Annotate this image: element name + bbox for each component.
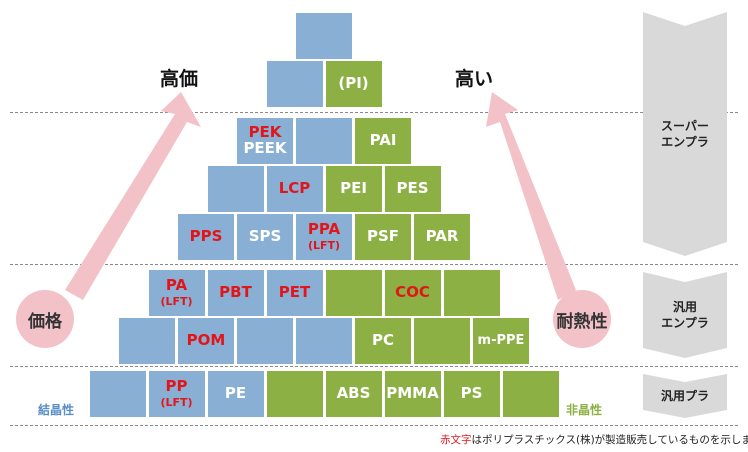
block-label: PC [371, 331, 394, 350]
pyramid-block-abs: ABS [325, 371, 382, 417]
block-sublabel: (LFT) [160, 396, 193, 410]
separator-general-eng-plastic [10, 366, 738, 367]
block-sublabel: (LFT) [160, 295, 193, 309]
pyramid-block-pi: (PI) [325, 61, 382, 107]
pyramid-block-pei: PEI [325, 166, 382, 212]
block-label-secondary: PEEK [243, 139, 287, 157]
block-label: PBT [219, 283, 252, 302]
pyramid-block-ppa: PPA(LFT) [296, 214, 352, 260]
pyramid-block-empty [266, 371, 323, 417]
pyramid-block-empty [296, 13, 352, 59]
pyramid-block-pom: POM [178, 318, 234, 364]
block-label: COC [395, 283, 430, 302]
separator-super-general [10, 264, 738, 265]
super-engineering-plastic-category: スーパーエンプラ [643, 12, 727, 256]
pyramid-block-empty [119, 318, 175, 364]
footnote: 赤文字はポリプラスチックス(株)が製造販売しているものを示します [440, 432, 748, 447]
pyramid-block-psf: PSF [355, 214, 411, 260]
price-high-label: 高価 [160, 68, 199, 90]
pyramid-block-empty [266, 61, 323, 107]
heat-resistance-circle: 耐熱性 [553, 290, 611, 348]
block-label: m-PPE [477, 333, 525, 349]
pyramid-block-sps: SPS [237, 214, 293, 260]
pyramid-block-pes: PES [384, 166, 441, 212]
separator-bottom [10, 425, 738, 426]
pyramid-block-pet: PET [266, 270, 323, 316]
pyramid-block-empty [443, 270, 500, 316]
pyramid-block-pp: PP(LFT) [148, 371, 205, 417]
chevron-shape-icon [643, 12, 727, 256]
block-label: PES [396, 179, 429, 198]
chevron-shape-icon [643, 374, 727, 418]
general-eng-label-line1: 汎用 [672, 299, 697, 314]
separator-top [10, 112, 738, 113]
pyramid-block-lcp: LCP [266, 166, 323, 212]
general-engineering-plastic-category: 汎用エンプラ [643, 272, 727, 358]
block-label: PA [165, 276, 188, 295]
block-label: PEI [340, 179, 367, 198]
pyramid-block-pa: PA(LFT) [148, 270, 205, 316]
pyramid-block-coc: COC [384, 270, 441, 316]
block-label: PMMA [386, 384, 439, 403]
pyramid-block-empty [296, 118, 352, 164]
heat-high-label: 高い [455, 68, 494, 90]
general-eng-label-line2: エンプラ [661, 316, 709, 330]
pyramid-block-pc: PC [355, 318, 411, 364]
price-circle: 価格 [16, 290, 74, 348]
block-label: PAR [425, 227, 459, 246]
block-label: PP [165, 377, 188, 396]
block-label: PPA [307, 220, 341, 239]
block-label: POM [186, 331, 226, 350]
pyramid-block-empty [414, 318, 470, 364]
pyramid-block-par: PAR [414, 214, 470, 260]
general-plastic-label: 汎用プラ [660, 388, 709, 403]
block-sublabel: (LFT) [307, 239, 341, 253]
pyramid-block-empty [237, 318, 293, 364]
amorphous-label: 非晶性 [566, 403, 603, 417]
block-label: ABS [336, 384, 371, 403]
block-label: (PI) [338, 74, 369, 93]
pyramid-block-empty [207, 166, 264, 212]
pyramid-block-pps: PPS [178, 214, 234, 260]
pyramid-block-empty [89, 371, 146, 417]
general-plastic-category: 汎用プラ [643, 374, 727, 418]
pyramid-block-pe: PE [207, 371, 264, 417]
block-label: LCP [278, 179, 311, 198]
chevron-shape-icon [643, 272, 727, 358]
pyramid-block-mppe: m-PPE [473, 318, 529, 364]
pyramid-block-empty [325, 270, 382, 316]
block-label: PAI [369, 131, 397, 150]
pyramid-block-ps: PS [443, 371, 500, 417]
block-label: PSF [366, 227, 400, 246]
footnote-rest: はポリプラスチックス(株)が製造販売しているものを示します [471, 434, 748, 446]
pyramid-block-pmma: PMMA [384, 371, 441, 417]
footnote-red-part: 赤文字 [440, 434, 472, 446]
crystalline-label: 結晶性 [38, 403, 75, 417]
block-label: PET [278, 283, 311, 302]
pyramid-block-empty [502, 371, 559, 417]
block-label: PE [224, 384, 247, 403]
block-label: PPS [189, 227, 223, 246]
super-label-line1: スーパー [661, 118, 709, 133]
block-label: SPS [248, 227, 282, 246]
pyramid-block-empty [296, 318, 352, 364]
block-label: PS [460, 384, 483, 403]
pyramid-block-pbt: PBT [207, 270, 264, 316]
pyramid-block-pai: PAI [355, 118, 411, 164]
super-label-line2: エンプラ [661, 135, 709, 149]
block-label: PEK [248, 123, 282, 142]
